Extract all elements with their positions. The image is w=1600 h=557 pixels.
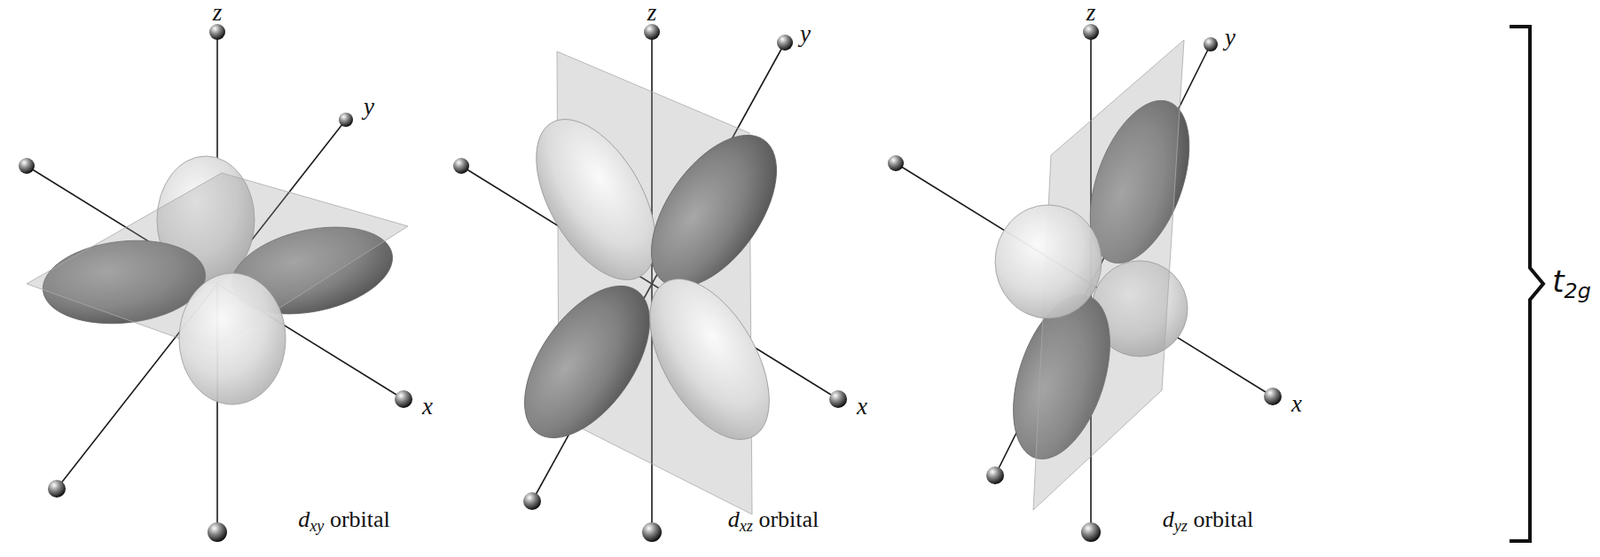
- axis-ball: [1263, 387, 1282, 406]
- orbital-label: dxy orbital: [298, 508, 391, 535]
- axis-ball: [1082, 23, 1099, 40]
- orbital-lobe: [995, 204, 1102, 319]
- orbital-lobe: [499, 264, 675, 460]
- axis-ball: [523, 492, 542, 510]
- nodal-plane: [556, 51, 753, 515]
- orbital-label: dxz orbital: [728, 508, 820, 535]
- dyz-panel: [887, 23, 1282, 542]
- axes: [895, 31, 1273, 533]
- axis-label: y: [363, 94, 375, 119]
- axis-ball: [643, 23, 660, 40]
- axis-ball: [453, 157, 470, 174]
- axis-ball: [209, 23, 226, 40]
- orbital-label: dyz orbital: [1162, 508, 1255, 535]
- axis-ball: [18, 157, 35, 174]
- orbital-lobe: [179, 273, 286, 405]
- orbital-lobe: [626, 113, 802, 309]
- axis-label: x: [422, 394, 433, 419]
- orbital-lobe: [625, 258, 794, 459]
- group-bracket: [1509, 26, 1544, 542]
- axis-label: z: [647, 0, 658, 25]
- axes: [461, 31, 839, 533]
- axis-ball: [394, 390, 413, 408]
- axis-balls: [887, 23, 1282, 542]
- axis-label: z: [1086, 0, 1097, 25]
- axis-ball: [338, 112, 353, 127]
- axis-balls: [453, 23, 848, 542]
- group-label: t2g: [1552, 266, 1592, 303]
- axis-ball: [887, 155, 904, 172]
- dxz-panel: [453, 23, 848, 542]
- axis-ball: [829, 390, 848, 408]
- axis-ball: [642, 522, 662, 542]
- axis-label: y: [1224, 25, 1236, 50]
- axis-ball: [207, 522, 228, 542]
- dxy-panel: [18, 23, 413, 542]
- axis-ball: [1081, 522, 1101, 542]
- axis-label: y: [800, 22, 811, 47]
- axis-label: x: [1291, 392, 1302, 416]
- axis-ball: [47, 479, 66, 498]
- axis-ball: [1203, 37, 1218, 52]
- axis-ball: [986, 466, 1004, 485]
- axis-ball: [776, 34, 793, 51]
- axis-label: z: [212, 0, 223, 25]
- axis-label: x: [856, 394, 868, 419]
- axis-balls: [18, 23, 413, 542]
